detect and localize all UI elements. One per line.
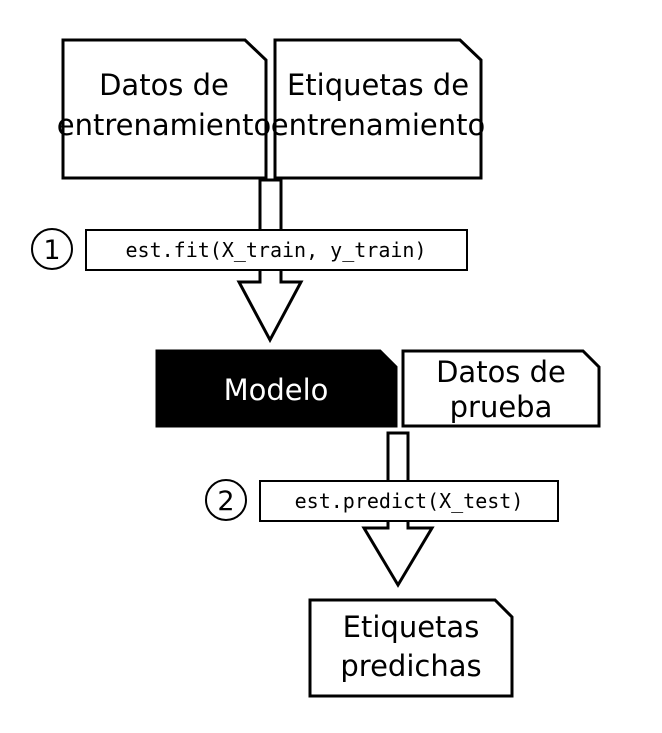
training-labels-line-2: entrenamiento [271,108,486,142]
training-labels-doc: Etiquetas de entrenamiento [271,38,486,180]
test-data-line-1: Datos de [436,355,566,389]
step-1: 1 est.fit(X_train, y_train) [31,228,468,271]
step-1-code-box [85,229,468,271]
step-2-number: 2 [217,486,234,517]
step-2: 2 est.predict(X_test) [205,479,559,522]
training-labels-line-1: Etiquetas de [287,68,469,102]
training-data-shape [61,38,268,180]
test-data-line-2: prueba [450,390,553,424]
predicted-labels-doc: Etiquetas predichas [308,598,514,698]
predicted-labels-line-2: predichas [340,649,481,683]
training-data-line-2: entrenamiento [57,108,272,142]
model-label: Modelo [224,373,329,407]
model-shape [155,349,398,428]
test-data-doc: Datos de prueba [401,349,601,428]
model-doc: Modelo [155,349,398,428]
step-2-code: est.predict(X_test) [295,489,524,513]
training-labels-shape [273,38,483,180]
training-data-line-1: Datos de [99,68,229,102]
step-2-circle [205,479,247,521]
test-data-shape [401,349,601,428]
predicted-labels-shape [308,598,514,698]
step-2-code-box [259,480,559,522]
step-1-number: 1 [43,235,60,266]
step-1-circle [31,228,73,270]
training-data-doc: Datos de entrenamiento [57,38,272,180]
step-1-code: est.fit(X_train, y_train) [125,238,426,262]
predicted-labels-line-1: Etiquetas [343,610,480,644]
